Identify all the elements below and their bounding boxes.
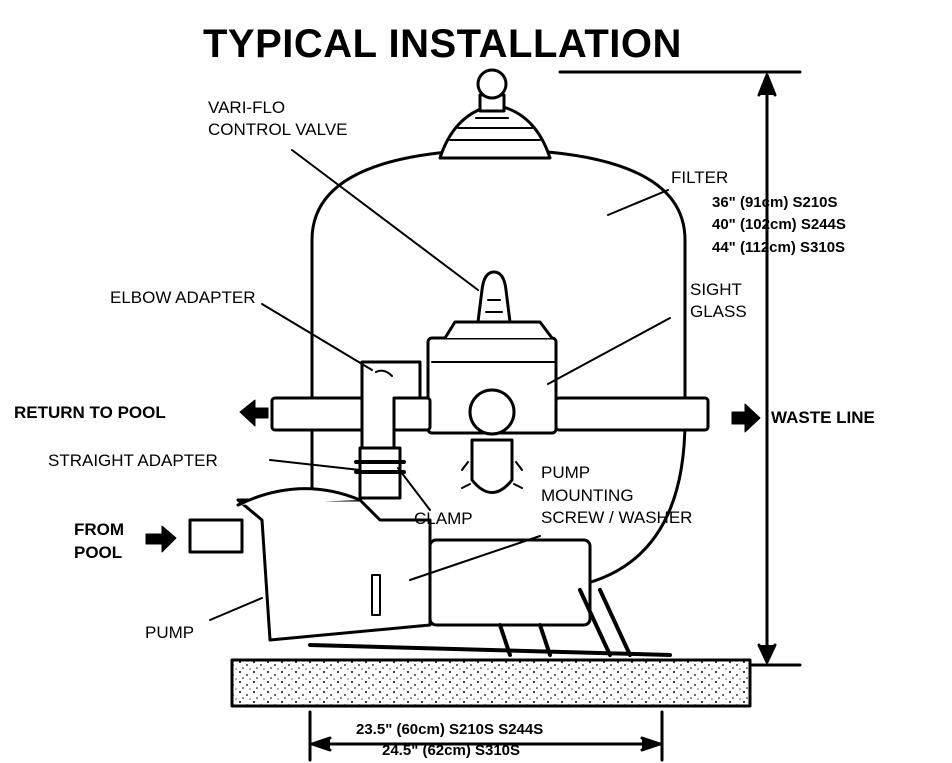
- pump-stand: [498, 588, 632, 657]
- filter-spec-2: 44" (112cm) S310S: [712, 239, 846, 256]
- return-arrow: [239, 399, 269, 427]
- label-filter: FILTER: [671, 168, 729, 187]
- label-elbow-adapter: ELBOW ADAPTER: [110, 288, 256, 307]
- tank-dome: [438, 103, 552, 160]
- base-spec-0: 23.5" (60cm) S210S S244S: [356, 721, 544, 738]
- base-spec-1: 24.5" (62cm) S310S: [382, 742, 521, 759]
- label-from-pool-line1: FROM: [74, 520, 125, 539]
- label-valve-line2: CONTROL VALVE: [208, 120, 348, 139]
- waste-pipe: [554, 396, 710, 432]
- pump-lid: [236, 487, 362, 507]
- pump-motor: [428, 538, 592, 627]
- sight-glass: [468, 388, 516, 436]
- clamp: [354, 460, 406, 474]
- label-sight-line1: SIGHT: [690, 280, 742, 299]
- concrete-base: [230, 658, 752, 708]
- waste-arrow: [731, 403, 761, 433]
- label-from-pool-line2: POOL: [74, 543, 123, 562]
- label-pump-mount-line2: MOUNTING: [541, 486, 634, 505]
- diagram-title: TYPICAL INSTALLATION: [203, 22, 682, 66]
- label-waste-line: WASTE LINE: [771, 408, 875, 427]
- filter-spec-1: 40" (102cm) S244S: [712, 216, 846, 233]
- filter-tank: [310, 150, 687, 612]
- return-pipe: [270, 396, 432, 432]
- from-pool-arrow: [145, 525, 177, 553]
- air-relief-knob: [476, 68, 508, 100]
- from-pool-pipe: [188, 518, 244, 554]
- label-sight-line2: GLASS: [690, 302, 747, 321]
- valve-handle: [476, 270, 512, 324]
- label-return-to-pool: RETURN TO POOL: [14, 403, 166, 422]
- height-dimension: [558, 70, 802, 667]
- filter-spec-0: 36" (91cm) S210S: [712, 194, 838, 211]
- label-pump: PUMP: [145, 623, 195, 642]
- label-valve-line1: VARI-FLO: [208, 98, 286, 117]
- label-pump-mount-line3: SCREW / WASHER: [541, 508, 693, 527]
- label-pump-mount-line1: PUMP: [541, 463, 591, 482]
- label-straight-adapter: STRAIGHT ADAPTER: [48, 451, 218, 470]
- base-dimension: [308, 710, 664, 762]
- pump-housing: [236, 498, 432, 642]
- sight-glass-bottom: [470, 438, 514, 494]
- label-clamp: CLAMP: [414, 509, 473, 528]
